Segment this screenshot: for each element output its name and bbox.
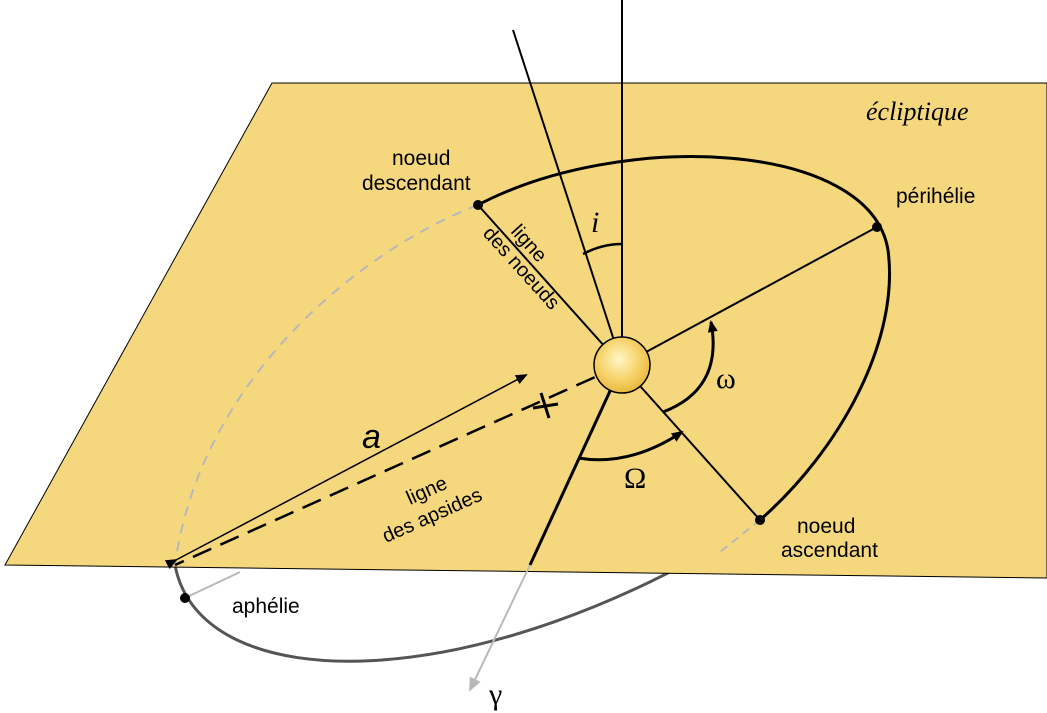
- ascending-node-hidden-segment: [719, 519, 761, 553]
- vernal-axis-visible: [528, 364, 624, 566]
- ascending-node-point: [755, 515, 765, 525]
- inclination-arc: [582, 242, 623, 256]
- semi-major-axis-symbol: a: [362, 418, 381, 456]
- aphelion-connector: [184, 571, 241, 599]
- descending-node-point: [473, 200, 483, 210]
- big-omega-symbol: Ω: [624, 462, 646, 495]
- ecliptic-label: écliptique: [866, 97, 969, 126]
- orbit-above-plane: [477, 155, 891, 522]
- inclination-symbol: i: [591, 206, 599, 239]
- sun: [593, 336, 651, 394]
- descending-node-label-2: descendant: [362, 172, 471, 195]
- center-cross-stroke-2: [539, 392, 551, 419]
- aphelion-point: [180, 593, 190, 603]
- line-to-perihelion: [621, 226, 878, 366]
- semi-major-axis-arrow: [164, 374, 528, 570]
- aphelion-label: aphélie: [232, 595, 300, 618]
- orbit-below-plane: [173, 518, 761, 663]
- omega-arc: [662, 320, 718, 414]
- omega-symbol: ω: [716, 362, 736, 395]
- ecliptic-plane: [4, 82, 1047, 579]
- vernal-axis-below: [469, 564, 531, 692]
- perihelion-label: périhélie: [896, 185, 975, 208]
- ascending-node-label-2: ascendant: [781, 539, 878, 562]
- descending-node-label-1: noeud: [392, 147, 450, 170]
- orbit-normal-axis: [512, 29, 623, 366]
- gamma-symbol: γ: [488, 678, 502, 711]
- big-omega-arc: [577, 430, 684, 462]
- perihelion-point: [872, 222, 882, 232]
- ascending-node-label-1: noeud: [797, 515, 855, 538]
